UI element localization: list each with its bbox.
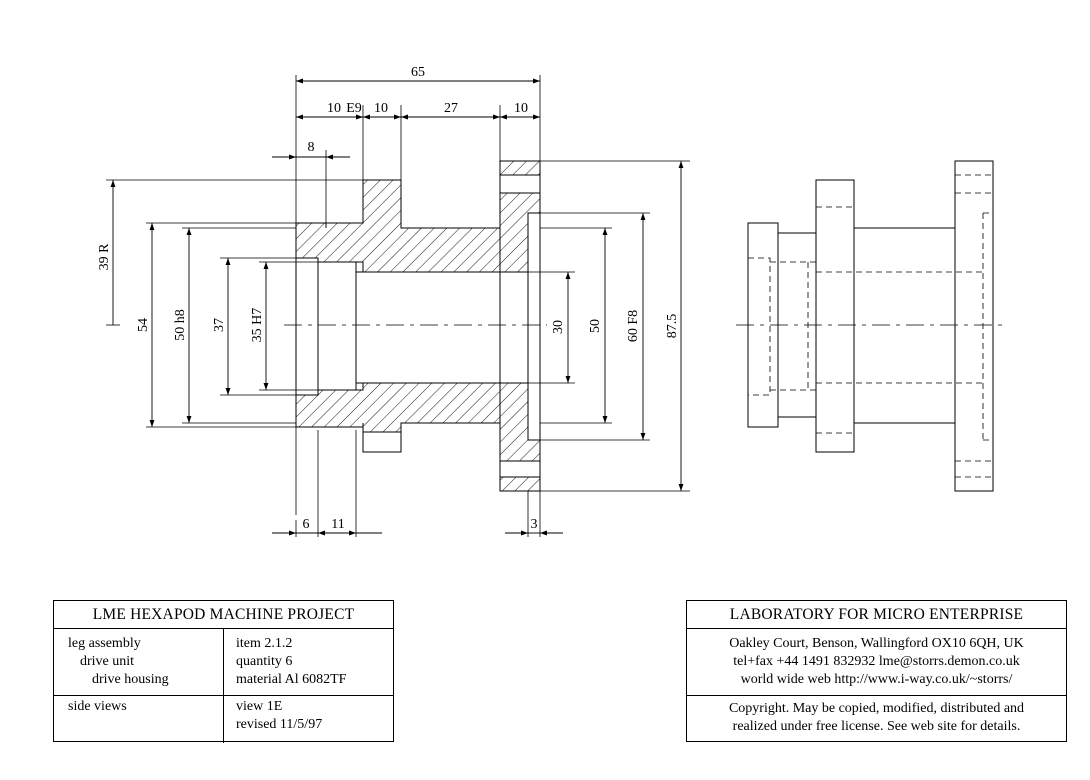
dim-60f8: 60 F8	[626, 310, 641, 342]
dim-54: 54	[136, 318, 151, 332]
dim-65: 65	[411, 65, 425, 80]
section-hatching	[295, 160, 541, 492]
dim-50: 50	[588, 319, 603, 333]
dim-3: 3	[531, 517, 538, 532]
license-line-2: realized under free license. See web sit…	[732, 719, 1021, 734]
view-type: side views	[68, 699, 127, 714]
dim-e9: E9	[346, 101, 362, 116]
dim-50h8: 50 h8	[173, 309, 188, 341]
lab-title: LABORATORY FOR MICRO ENTERPRISE	[687, 601, 1066, 629]
project-revision-col: view 1E revised 11/5/97	[224, 696, 322, 743]
lab-contact: tel+fax +44 1491 832932 lme@storrs.demon…	[733, 654, 1020, 669]
dim-87-5: 87.5	[665, 314, 680, 339]
dimension-lines	[110, 78, 684, 536]
view-id: view 1E	[236, 699, 283, 714]
project-view-col: side views	[54, 696, 224, 743]
dim-8: 8	[308, 140, 315, 155]
hidden-lines	[748, 174, 993, 478]
lab-address: Oakley Court, Benson, Wallingford OX10 6…	[729, 636, 1024, 651]
revision-date: revised 11/5/97	[236, 717, 323, 732]
item-number: item 2.1.2	[236, 636, 293, 651]
license-line-1: Copyright. May be copied, modified, dist…	[728, 701, 1025, 716]
project-item-col: item 2.1.2 quantity 6 material Al 6082TF	[224, 629, 346, 695]
section-view	[106, 75, 690, 537]
unit-label: drive unit	[80, 654, 135, 669]
dim-30: 30	[551, 320, 566, 334]
lab-title-block: LABORATORY FOR MICRO ENTERPRISE Oakley C…	[686, 600, 1067, 742]
dim-10-c: 10	[514, 101, 528, 116]
dimension-labels: 65 10 E9 10 27 10 8 39 R 54 50 h8 37 35 …	[97, 65, 680, 532]
side-view-mid-flange	[815, 179, 855, 453]
assembly-label: leg assembly	[68, 636, 141, 651]
material: material Al 6082TF	[236, 672, 347, 687]
lab-address-row: Oakley Court, Benson, Wallingford OX10 6…	[687, 629, 1066, 695]
dim-35h7: 35 H7	[250, 308, 265, 343]
project-title: LME HEXAPOD MACHINE PROJECT	[54, 601, 393, 629]
project-info-row: leg assembly drive unit drive housing it…	[54, 629, 393, 695]
dim-11: 11	[331, 517, 344, 532]
lab-website: world wide web http://www.i-way.co.uk/~s…	[740, 672, 1013, 687]
project-title-block: LME HEXAPOD MACHINE PROJECT leg assembly…	[53, 600, 394, 743]
side-view-end-flange	[954, 160, 994, 492]
part-label: drive housing	[92, 672, 169, 687]
dim-10-b: 10	[374, 101, 388, 116]
lab-license-row: Copyright. May be copied, modified, dist…	[687, 695, 1066, 742]
extension-lines	[106, 75, 690, 537]
dim-27: 27	[444, 101, 458, 116]
dim-37: 37	[212, 318, 227, 332]
quantity: quantity 6	[236, 654, 293, 669]
project-assembly-col: leg assembly drive unit drive housing	[54, 629, 224, 695]
dim-6: 6	[303, 517, 310, 532]
project-view-row: side views view 1E revised 11/5/97	[54, 695, 393, 743]
side-view	[736, 160, 1004, 492]
dim-10-a: 10	[327, 101, 341, 116]
dim-39r: 39 R	[97, 243, 112, 271]
